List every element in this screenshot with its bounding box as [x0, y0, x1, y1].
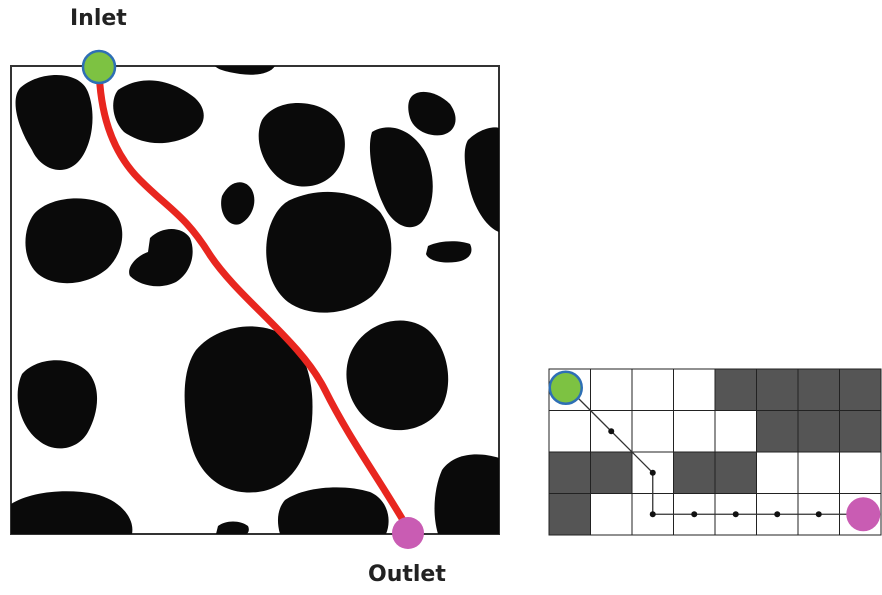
grid-inlet-marker	[550, 372, 582, 404]
grid-path-node	[608, 428, 614, 434]
grid-cell-pore	[632, 411, 674, 453]
grid-cell-pore	[798, 452, 840, 494]
grid-cell-solid	[715, 369, 757, 411]
grain	[426, 241, 471, 262]
grid-outlet-marker	[846, 497, 880, 531]
grid-cell-solid	[549, 452, 591, 494]
continuum-domain	[11, 51, 499, 549]
grid-cell-solid	[591, 452, 633, 494]
pore-network-grid	[549, 369, 881, 535]
grain	[185, 326, 313, 492]
grid-cell-pore	[549, 411, 591, 453]
grid-path-node	[691, 511, 697, 517]
grid-cell-pore	[840, 452, 882, 494]
grid-path-node	[650, 511, 656, 517]
grid-cell-solid	[549, 494, 591, 536]
grid-path-node	[733, 511, 739, 517]
grain	[346, 320, 448, 430]
outlet-marker	[392, 517, 424, 549]
grain	[266, 192, 391, 313]
grid-cell-solid	[674, 452, 716, 494]
grid-cell-solid	[840, 369, 882, 411]
grid-path-node	[816, 511, 822, 517]
grid-path-node	[774, 511, 780, 517]
grid-cell-solid	[715, 452, 757, 494]
grid-cell-pore	[674, 411, 716, 453]
grid-cell-solid	[757, 369, 799, 411]
grid-cell-solid	[798, 369, 840, 411]
grid-path-node	[650, 470, 656, 476]
inlet-marker	[83, 51, 115, 83]
grid-cell-pore	[757, 452, 799, 494]
grid-cell-solid	[840, 411, 882, 453]
grid-cell-pore	[632, 369, 674, 411]
grid-cell-pore	[715, 411, 757, 453]
grid-cell-pore	[591, 369, 633, 411]
grid-cell-pore	[674, 369, 716, 411]
grid-cell-solid	[798, 411, 840, 453]
grid-cell-solid	[757, 411, 799, 453]
grid-cell-pore	[591, 494, 633, 536]
